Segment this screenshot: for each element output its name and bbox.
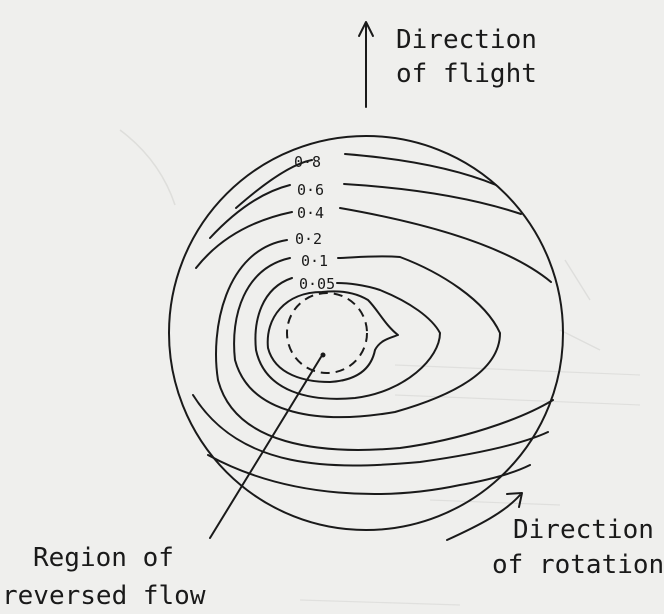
contour-line-0-1 (233, 255, 501, 419)
reversed-flow-label-line1: Region of (33, 543, 174, 573)
contour-label-0-6: 0·6 (297, 181, 324, 199)
flight-label-line2: of flight (396, 59, 537, 89)
rotor-disc-outline (168, 135, 564, 531)
contour-label-0-8: 0·8 (294, 153, 321, 171)
reversed-flow-region-dashed (286, 292, 368, 374)
reversed-flow-leader (209, 352, 326, 539)
bleed-through-background (119, 129, 641, 606)
contour-line-0-2 (215, 239, 554, 451)
contour-label-0-2: 0·2 (295, 230, 322, 248)
contour-label-0-05: 0·05 (299, 275, 335, 293)
reversed-flow-label-line2: reversed flow (2, 581, 206, 611)
contour-line-0-6 (209, 183, 522, 239)
contour-labels: 0·8 0·6 0·4 0·2 0·1 0·05 (294, 153, 335, 293)
contour-label-0-4: 0·4 (297, 204, 324, 222)
contour-label-0-1: 0·1 (301, 252, 328, 270)
flight-direction-arrow (358, 21, 374, 108)
contour-inner (266, 290, 399, 383)
contour-line-0-05 (254, 277, 441, 400)
rotation-label-line2: of rotation (492, 550, 664, 580)
contour-line-0-8 (235, 153, 497, 209)
rotation-label-line1: Direction (513, 515, 654, 545)
contour-line-0-4 (195, 207, 552, 283)
rotation-direction-arrow (446, 492, 523, 541)
outer-lower-arc-2 (207, 454, 531, 495)
flight-label-line1: Direction (396, 25, 537, 55)
contour-lines (192, 153, 554, 495)
outer-lower-arc-1 (192, 394, 549, 467)
